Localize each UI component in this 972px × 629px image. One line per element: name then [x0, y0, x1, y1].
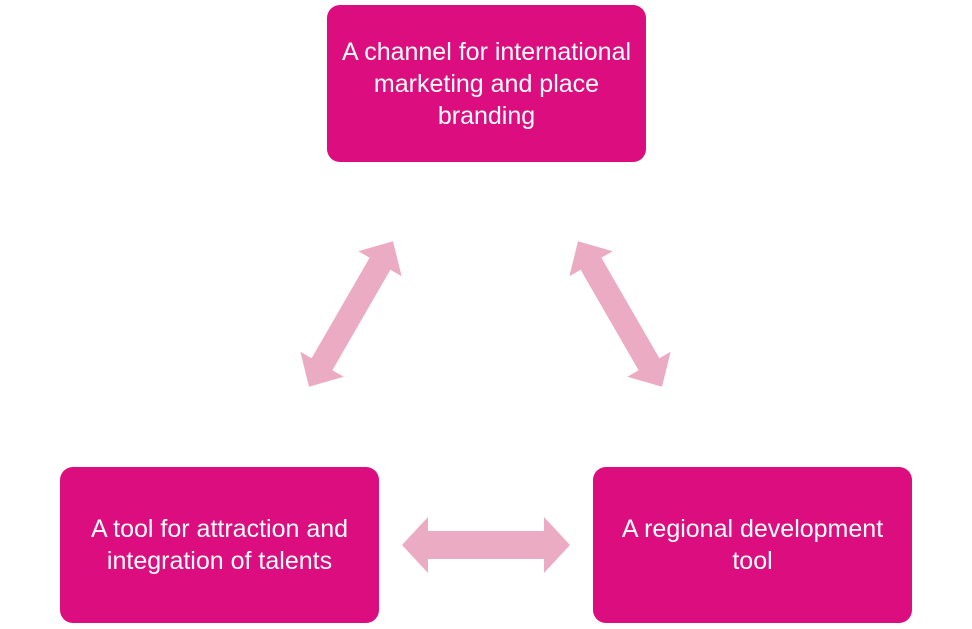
- node-regional-development: A regional development tool: [593, 467, 912, 623]
- node-left-label: A tool for attraction and integration of…: [90, 515, 349, 575]
- node-right-label: A regional development tool: [621, 515, 884, 575]
- node-talent-attraction: A tool for attraction and integration of…: [60, 467, 379, 623]
- double-arrow-top-left-icon: [300, 241, 402, 387]
- double-arrow-left-right-icon: [402, 517, 570, 573]
- node-top-label: A channel for international marketing an…: [341, 37, 632, 130]
- node-international-marketing: A channel for international marketing an…: [327, 5, 646, 162]
- double-arrow-top-right-icon: [569, 241, 671, 387]
